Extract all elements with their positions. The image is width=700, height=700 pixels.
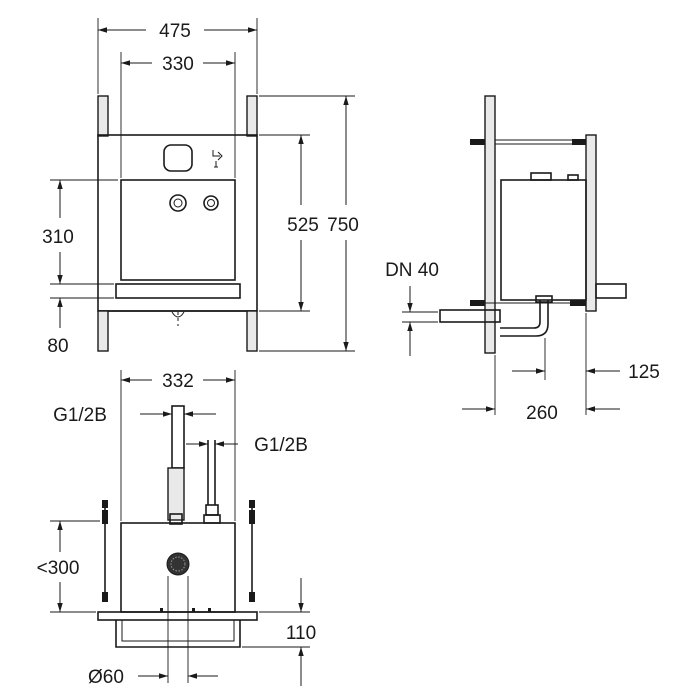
dim-inner-width: 330 bbox=[162, 54, 194, 75]
secondary-button-icon bbox=[203, 195, 219, 211]
side-housing bbox=[500, 179, 587, 301]
side-view: DN 40 125 260 bbox=[385, 95, 660, 424]
right-top-post bbox=[246, 95, 258, 137]
dim-base: 110 bbox=[286, 623, 316, 644]
dim-top-width: 332 bbox=[162, 371, 194, 392]
sensor-window-icon bbox=[163, 144, 193, 172]
drain-grate-icon bbox=[166, 552, 190, 576]
left-leg bbox=[97, 310, 109, 352]
dim-inlet-right: G1/2B bbox=[254, 435, 308, 456]
dim-inlet-left: G1/2B bbox=[53, 405, 107, 426]
dim-outlet-diameter: Ø60 bbox=[88, 667, 124, 688]
dim-panel-height: 310 bbox=[42, 227, 74, 248]
dim-total-width: 475 bbox=[159, 21, 191, 42]
wall-plate bbox=[484, 95, 496, 354]
push-button-icon bbox=[169, 194, 187, 212]
front-panel bbox=[120, 179, 236, 281]
dim-height-a: 525 bbox=[287, 215, 319, 236]
side-shelf-right bbox=[595, 283, 627, 299]
top-view: 332 G1/2B G1/2B <300 110 Ø60 bbox=[37, 370, 316, 688]
dim-floor-height: 80 bbox=[47, 336, 68, 357]
front-view: 475 330 310 80 525 750 bbox=[42, 18, 359, 357]
dim-offset: 125 bbox=[628, 362, 660, 383]
right-leg bbox=[246, 310, 258, 352]
dim-drain: DN 40 bbox=[385, 260, 439, 281]
front-plate bbox=[585, 134, 597, 312]
dim-height-b: 750 bbox=[327, 215, 359, 236]
hand-wash-symbol-icon bbox=[212, 150, 223, 168]
side-shelf-left bbox=[439, 309, 501, 323]
left-top-post bbox=[97, 95, 109, 137]
top-base-plate bbox=[97, 611, 258, 621]
front-shelf bbox=[115, 283, 241, 299]
dim-max-depth: <300 bbox=[37, 558, 80, 579]
dim-depth: 260 bbox=[526, 403, 558, 424]
